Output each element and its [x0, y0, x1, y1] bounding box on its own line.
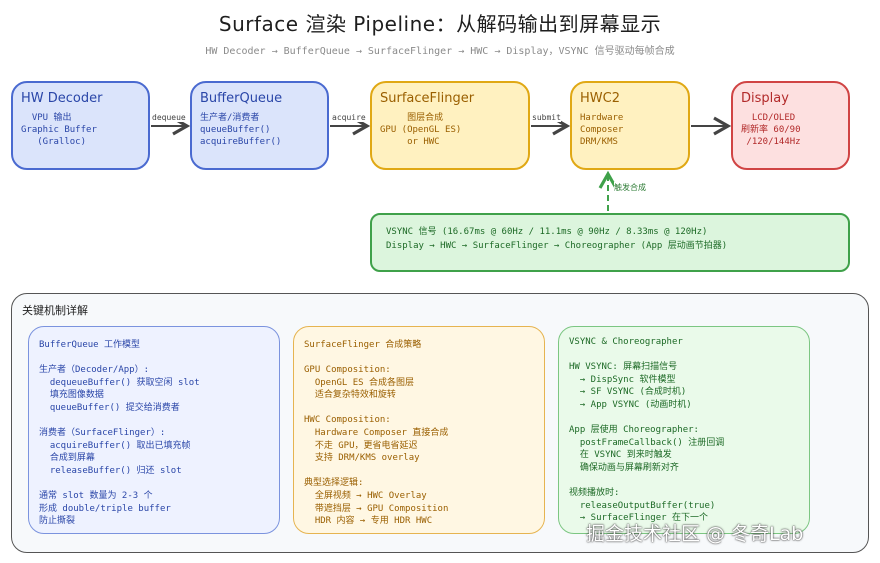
card-vsync-choreographer: VSYNC & Choreographer HW VSYNC: 屏幕扫描信号 →… — [558, 326, 810, 534]
edge-label-acquire: acquire — [332, 113, 366, 122]
card-body: GPU Composition: OpenGL ES 合成各图层 适合复杂特效和… — [304, 365, 449, 527]
node-display: Display LCD/OLED 刷新率 60/90 /120/144Hz — [731, 81, 850, 170]
card-body: 生产者（Decoder/App）: dequeueBuffer() 获取空闲 s… — [39, 365, 200, 527]
node-bufferqueue: BufferQueue 生产者/消费者 queueBuffer() acquir… — [190, 81, 329, 170]
node-body: VPU 输出 Graphic Buffer (Gralloc) — [21, 113, 97, 147]
node-body: Hardware Composer DRM/KMS — [580, 113, 624, 147]
card-surfaceflinger-strategy: SurfaceFlinger 合成策略 GPU Composition: Ope… — [293, 326, 545, 534]
page-title: Surface 渲染 Pipeline：从解码输出到屏幕显示 — [218, 12, 662, 36]
flow-arrows — [151, 116, 732, 211]
panel-title: 关键机制详解 — [22, 304, 88, 317]
edge-label-submit: submit — [532, 113, 561, 122]
vsync-line-1: VSYNC 信号 (16.67ms @ 60Hz / 11.1ms @ 90Hz… — [386, 227, 708, 237]
node-body: 生产者/消费者 queueBuffer() acquireBuffer() — [200, 113, 282, 147]
card-title: SurfaceFlinger 合成策略 — [304, 340, 422, 350]
card-body: HW VSYNC: 屏幕扫描信号 → DispSync 软件模型 → SF VS… — [569, 362, 725, 524]
page-subtitle: HW Decoder → BufferQueue → SurfaceFlinge… — [205, 46, 675, 57]
node-title: Display — [741, 91, 789, 106]
node-surfaceflinger: SurfaceFlinger 图层合成 GPU (OpenGL ES) or H… — [370, 81, 530, 170]
vsync-box: VSYNC 信号 (16.67ms @ 60Hz / 11.1ms @ 90Hz… — [370, 213, 850, 272]
card-bufferqueue-model: BufferQueue 工作模型 生产者（Decoder/App）: deque… — [28, 326, 280, 534]
node-title: HW Decoder — [21, 91, 103, 106]
node-body: LCD/OLED 刷新率 60/90 /120/144Hz — [741, 113, 801, 147]
card-title: VSYNC & Choreographer — [569, 337, 683, 347]
node-hwc2: HWC2 Hardware Composer DRM/KMS — [570, 81, 690, 170]
node-body: 图层合成 GPU (OpenGL ES) or HWC — [380, 113, 462, 147]
node-title: BufferQueue — [200, 91, 283, 106]
vsync-line-2: Display → HWC → SurfaceFlinger → Choreog… — [386, 241, 728, 251]
details-panel: 关键机制详解 BufferQueue 工作模型 生产者（Decoder/App）… — [11, 293, 869, 553]
edge-label-trigger: 触发合成 — [614, 182, 646, 193]
node-hw-decoder: HW Decoder VPU 输出 Graphic Buffer (Grallo… — [11, 81, 150, 170]
node-title: HWC2 — [580, 91, 620, 106]
card-title: BufferQueue 工作模型 — [39, 340, 141, 350]
edge-label-dequeue: dequeue — [152, 113, 186, 122]
watermark: 掘金技术社区 @ 冬奇Lab — [586, 523, 804, 545]
node-title: SurfaceFlinger — [380, 91, 475, 106]
